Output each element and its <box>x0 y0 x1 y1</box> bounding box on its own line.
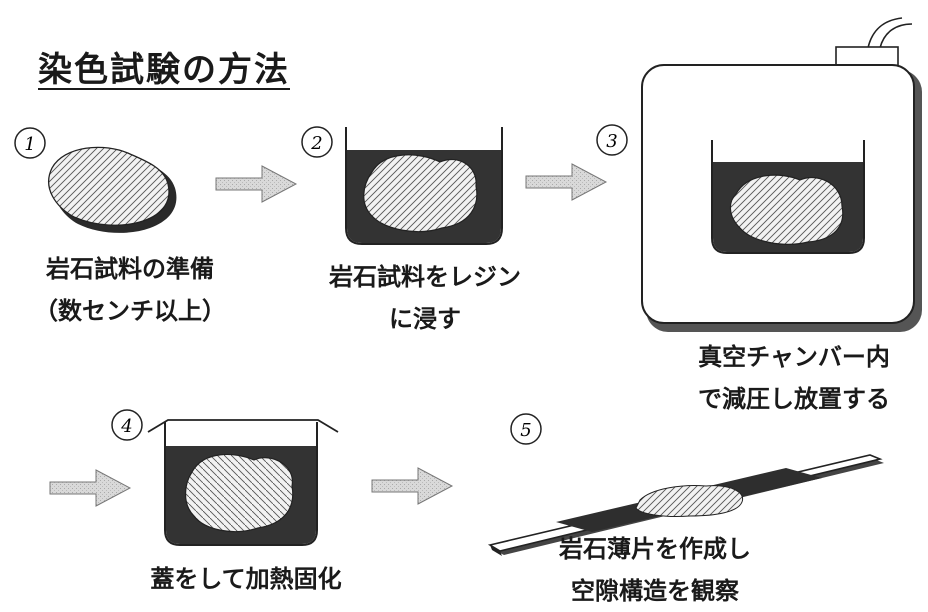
step-5-number: 5 <box>510 413 542 445</box>
step-3-label-line-1: 真空チャンバー内 <box>698 343 890 371</box>
lidded-beaker <box>147 419 339 546</box>
step-5-label: 岩石薄片を作成し 空隙構造を観察 <box>520 528 790 612</box>
step-2-label: 岩石試料をレジン に浸す <box>290 256 560 340</box>
arrow-2-3 <box>525 163 608 201</box>
resin-beaker <box>345 127 503 245</box>
arrow-into-4 <box>49 469 132 507</box>
step-1-label-line-2: （数センチ以上） <box>34 297 226 325</box>
svg-text:4: 4 <box>120 416 132 437</box>
arrow-1-2 <box>215 165 298 203</box>
step-5-label-line-2: 空隙構造を観察 <box>571 577 739 605</box>
step-2-label-line-1: 岩石試料をレジン <box>329 263 521 291</box>
step-4-label-line-1: 蓋をして加熱固化 <box>150 565 342 593</box>
step-1-label-line-1: 岩石試料の準備 <box>46 255 214 283</box>
vacuum-chamber <box>641 17 922 332</box>
step-3-label-line-2: で減圧し放置する <box>698 385 890 413</box>
arrow-4-5 <box>371 467 454 505</box>
svg-text:2: 2 <box>310 133 322 154</box>
rock-sample <box>48 146 177 233</box>
page-title: 染色試験の方法 <box>38 50 290 90</box>
step-1-number: 1 <box>14 127 46 159</box>
step-3-label: 真空チャンバー内 で減圧し放置する <box>660 336 928 420</box>
step-4-label: 蓋をして加熱固化 <box>116 558 376 600</box>
step-2-label-line-2: に浸す <box>389 305 461 333</box>
svg-text:3: 3 <box>606 131 617 152</box>
step-5-label-line-1: 岩石薄片を作成し <box>559 535 751 563</box>
step-3-number: 3 <box>596 124 628 156</box>
thin-section-slide <box>487 454 884 556</box>
step-2-number: 2 <box>301 126 333 158</box>
svg-text:1: 1 <box>24 134 35 155</box>
step-1-label: 岩石試料の準備 （数センチ以上） <box>10 248 250 332</box>
svg-text:5: 5 <box>520 420 531 441</box>
step-4-number: 4 <box>111 409 143 441</box>
